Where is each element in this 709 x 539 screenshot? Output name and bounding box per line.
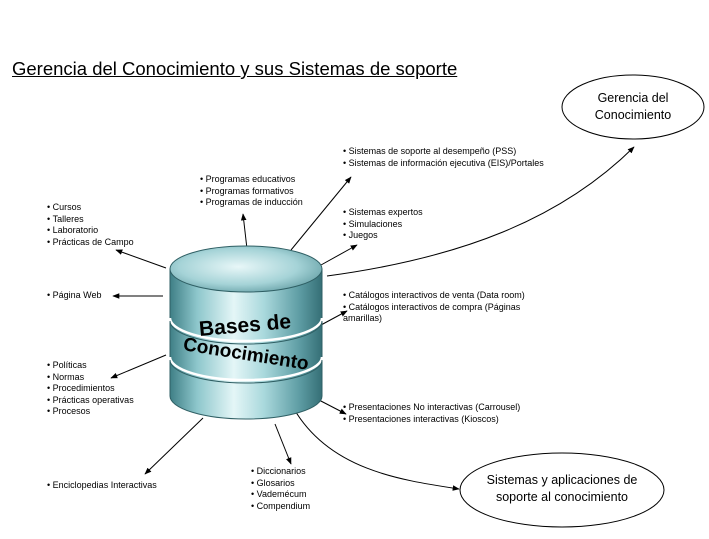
- list-item: Políticas: [47, 360, 134, 372]
- page-title: Gerencia del Conocimiento y sus Sistemas…: [12, 58, 458, 79]
- support-systems-oval: [459, 452, 665, 528]
- list-item: Programas educativos: [200, 174, 303, 186]
- support-systems-line2: soporte al conocimiento: [495, 490, 629, 504]
- list-item: Cursos: [47, 202, 134, 214]
- arrows: [110, 146, 635, 491]
- policies-list: PolíticasNormasProcedimientosPrácticas o…: [47, 360, 134, 418]
- list-item: Laboratorio: [47, 225, 134, 237]
- knowledge-management-label: Gerencia del Conocimiento: [568, 90, 698, 124]
- knowledge-management-oval: [561, 74, 705, 140]
- expert-systems-list: Sistemas expertosSimulacionesJuegos: [343, 207, 423, 242]
- list-item: Procedimientos: [47, 383, 134, 395]
- arrow-to-support-systems: [293, 408, 460, 491]
- list-item: Simulaciones: [343, 219, 423, 231]
- list-item: Presentaciones interactivas (Kioscos): [343, 414, 520, 426]
- list-item: Glosarios: [251, 478, 310, 490]
- list-item: Vademécum: [251, 489, 310, 501]
- knowledge-management-line2: Conocimiento: [594, 108, 672, 122]
- arrow-to-dictionaries: [274, 423, 292, 465]
- knowledge-management-line1: Gerencia del: [597, 91, 669, 105]
- list-item: Sistemas expertos: [343, 207, 423, 219]
- list-item: Diccionarios: [251, 466, 310, 478]
- list-item: Catálogos interactivos de venta (Data ro…: [343, 290, 525, 302]
- pss-list: Sistemas de soporte al desempeño (PSS)Si…: [343, 146, 544, 169]
- catalogs-list: Catálogos interactivos de venta (Data ro…: [343, 290, 525, 325]
- arrow-to-pss: [290, 176, 352, 251]
- list-item: Procesos: [47, 406, 134, 418]
- list-item: Prácticas de Campo: [47, 237, 134, 249]
- arrow-to-presentations: [316, 398, 347, 415]
- arrow-to-expert-systems: [320, 244, 358, 266]
- arrow-to-knowledge-management: [326, 146, 635, 277]
- arrow-to-encyclopedias: [144, 417, 204, 475]
- support-systems-line1: Sistemas y aplicaciones de: [486, 473, 638, 487]
- list-item: Sistemas de soporte al desempeño (PSS): [343, 146, 544, 158]
- arrow-to-training-sites: [115, 249, 167, 269]
- presentations-list: Presentaciones No interactivas (Carrouse…: [343, 402, 521, 426]
- list-item: Compendium: [251, 501, 311, 513]
- support-systems-label: Sistemas y aplicaciones de soporte al co…: [466, 472, 658, 506]
- list-item: Enciclopedias Interactivas: [47, 480, 157, 492]
- list-item: Normas: [47, 372, 134, 384]
- encyclopedias-list: Enciclopedias Interactivas: [47, 480, 157, 492]
- database-cylinder-icon: Bases de Conocimiento: [168, 245, 324, 420]
- arrow-to-programs: [240, 213, 248, 250]
- dictionaries-list: DiccionariosGlosariosVademécumCompendium: [251, 466, 311, 513]
- training-sites-list: CursosTalleresLaboratorioPrácticas de Ca…: [47, 202, 134, 248]
- programs-list: Programas educativosProgramas formativos…: [200, 174, 303, 209]
- web-list: Página Web: [47, 290, 102, 302]
- list-item: Prácticas operativas: [47, 395, 134, 407]
- list-item: Programas formativos: [200, 186, 303, 198]
- list-item: Página Web: [47, 290, 102, 302]
- list-item: Presentaciones No interactivas (Carrouse…: [343, 402, 521, 414]
- list-item: Programas de inducción: [200, 197, 303, 209]
- list-item: Talleres: [47, 214, 134, 226]
- list-item: Juegos: [343, 230, 423, 242]
- list-item: Sistemas de información ejecutiva (EIS)/…: [343, 158, 544, 170]
- list-item: Catálogos interactivos de compra (Página…: [343, 302, 525, 325]
